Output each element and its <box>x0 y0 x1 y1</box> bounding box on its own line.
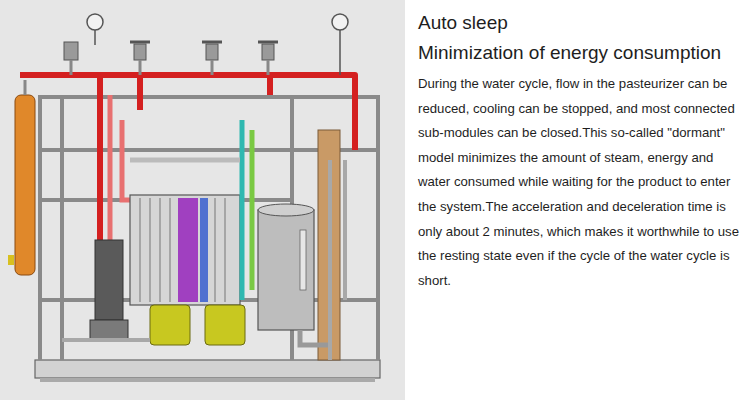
valves <box>267 60 270 75</box>
steam-pipe <box>97 75 103 250</box>
steam-pipe <box>137 75 143 110</box>
orange-vessel <box>8 255 14 265</box>
balance-tank <box>258 204 314 216</box>
balance-tank <box>300 230 306 290</box>
pink-pipes <box>108 95 113 250</box>
dosing-pumps <box>205 305 245 345</box>
heat-exchanger <box>178 198 198 302</box>
service-pipes <box>62 338 150 342</box>
panel-ground <box>0 0 405 400</box>
heat-exchanger <box>140 198 141 302</box>
tan-panel <box>318 130 340 360</box>
frame <box>376 95 380 360</box>
frame <box>40 95 378 99</box>
valves <box>130 41 150 44</box>
heat-exchanger <box>170 198 171 302</box>
heat-exchanger <box>140 198 225 302</box>
frame <box>60 95 64 360</box>
pump-motor <box>90 240 128 340</box>
pasteurizer-illustration <box>0 0 405 400</box>
orange-vessel <box>15 95 35 275</box>
text-column: Auto sleepMinimization of energy consump… <box>418 8 746 293</box>
skid-base <box>35 360 380 378</box>
orange-vessel <box>24 80 27 95</box>
skid-base <box>40 378 375 382</box>
pump-motor <box>90 320 128 340</box>
valves <box>134 44 146 60</box>
valves <box>211 60 214 75</box>
orange-vessel <box>8 80 35 275</box>
gauges <box>332 14 348 30</box>
tan-panel <box>318 130 340 360</box>
cooling-pipes <box>130 158 240 163</box>
pump-motor <box>95 240 123 320</box>
cooling-pipes <box>130 120 252 300</box>
dosing-pumps <box>150 305 245 345</box>
gauges <box>87 14 103 30</box>
valves <box>206 44 218 60</box>
dosing-pumps <box>150 305 190 345</box>
frame <box>38 95 42 360</box>
heat-exchanger <box>130 195 240 305</box>
body-text: During the water cycle, flow in the past… <box>418 72 746 293</box>
balance-tank <box>258 204 330 345</box>
gauges <box>339 30 341 75</box>
valves <box>258 41 278 44</box>
heat-exchanger <box>215 198 216 302</box>
steam-pipe <box>20 75 355 150</box>
skid-base <box>35 360 380 382</box>
cooling-pipes <box>250 130 255 290</box>
valves <box>70 60 73 75</box>
frame <box>40 95 378 360</box>
valves <box>64 42 278 75</box>
gauges <box>87 14 348 75</box>
balance-tank <box>300 330 330 345</box>
heat-exchanger <box>225 198 226 302</box>
heat-exchanger <box>150 198 151 302</box>
steam-pipe <box>267 75 273 95</box>
valves <box>64 42 78 60</box>
service-pipes <box>343 160 347 300</box>
gauges <box>94 30 96 45</box>
valves <box>262 44 274 60</box>
service-pipes <box>328 160 332 360</box>
valves <box>202 41 222 44</box>
heat-exchanger <box>200 198 208 302</box>
balance-tank <box>258 210 314 330</box>
valves <box>139 60 142 75</box>
cooling-pipes <box>240 120 245 300</box>
heat-exchanger <box>160 198 161 302</box>
heat-exchanger <box>130 195 240 305</box>
section-title: Auto sleep <box>418 8 746 38</box>
subtitle: Minimization of energy consumption <box>418 38 746 68</box>
service-pipes <box>62 160 345 360</box>
